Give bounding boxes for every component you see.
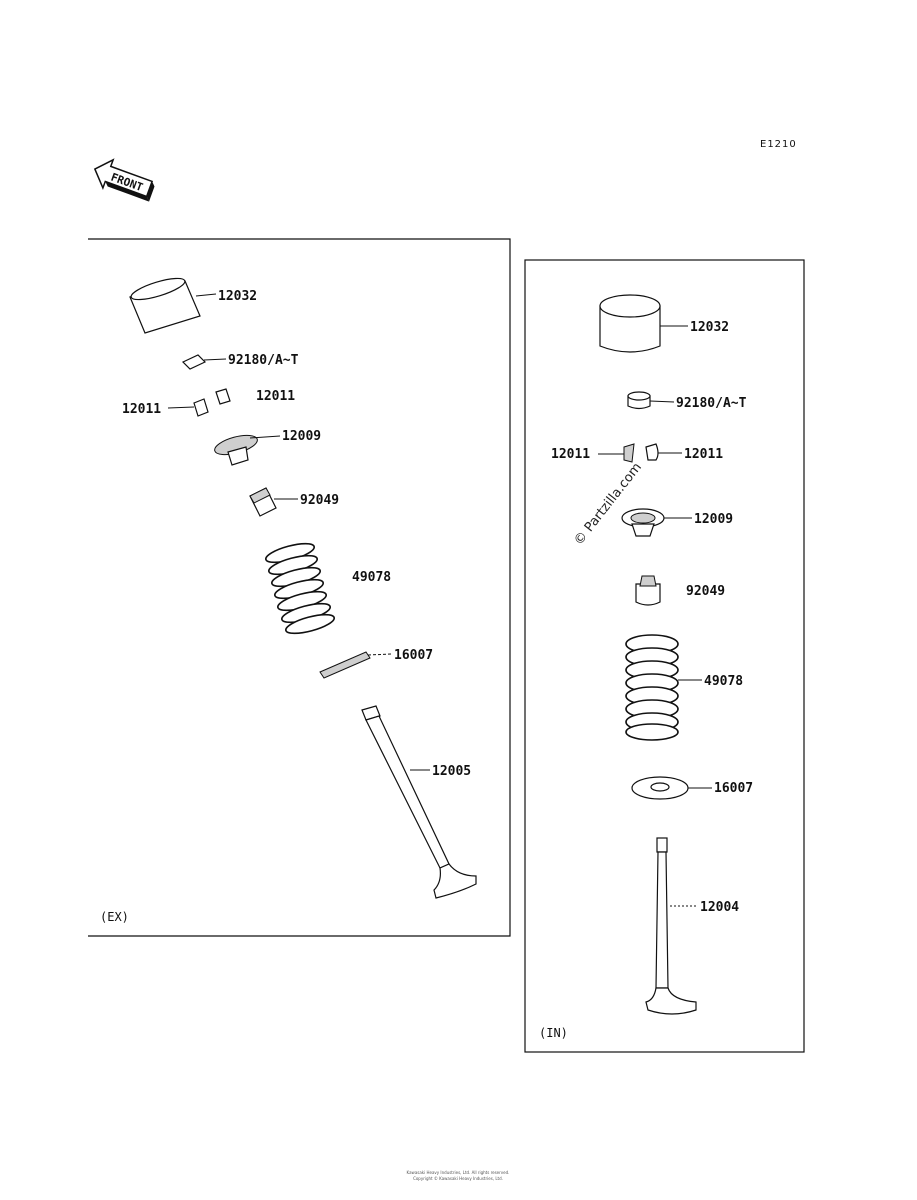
footer-line-2: Copyright © Kawasaki Heavy Industries, L… [413, 1176, 503, 1181]
ex-tappet-label: 12032 [218, 289, 257, 304]
in-spring-part [625, 634, 679, 741]
intake-section: 12032 92180/A~T 12011 12011 12009 © Part… [524, 259, 805, 1053]
ex-seal-label: 92049 [300, 493, 339, 508]
in-cotter-part [598, 443, 682, 463]
ex-seat-label: 16007 [394, 648, 433, 663]
ex-cotter-left-label: 12011 [122, 402, 161, 417]
in-retainer-label: 12009 [694, 512, 733, 527]
ex-valve-label: 12005 [432, 764, 471, 779]
ex-shim-label: 92180/A~T [228, 353, 299, 368]
footer-line-1: Kawasaki Heavy Industries, Ltd. All righ… [407, 1170, 510, 1175]
in-seat-label: 16007 [714, 781, 753, 796]
ex-valve-part [361, 705, 477, 899]
ex-seal-part [249, 487, 298, 517]
in-section-label: (IN) [539, 1026, 568, 1040]
in-cotter-right-label: 12011 [684, 447, 723, 462]
ex-retainer-part [214, 434, 281, 466]
ex-seat-part [319, 651, 393, 679]
ex-tappet-part [129, 277, 217, 334]
ex-section-label: (EX) [100, 910, 129, 924]
exhaust-frame [88, 238, 511, 937]
ex-spring-label: 49078 [352, 570, 391, 585]
intake-frame [524, 259, 805, 1053]
ex-shim-part [181, 354, 227, 370]
in-seal-part [635, 575, 661, 606]
in-shim-part [627, 391, 675, 410]
exhaust-section: 12032 92180/A~T 12011 12011 12009 92049 [88, 238, 511, 937]
in-shim-label: 92180/A~T [676, 396, 747, 411]
in-valve-label: 12004 [700, 900, 739, 915]
diagram-code: E1210 [760, 139, 797, 150]
in-seat-part [631, 776, 712, 800]
in-retainer-part [621, 508, 692, 537]
in-tappet-label: 12032 [690, 320, 729, 335]
in-valve-part [645, 837, 698, 1015]
watermark-text: © Partzilla.com [571, 460, 645, 548]
ex-retainer-label: 12009 [282, 429, 321, 444]
ex-spring-part [264, 542, 336, 635]
in-spring-label: 49078 [704, 674, 743, 689]
ex-cotter-part [167, 388, 231, 417]
in-seal-label: 92049 [686, 584, 725, 599]
in-tappet-part [599, 294, 688, 353]
front-arrow-icon: FRONT [93, 158, 155, 202]
in-cotter-left-label: 12011 [551, 447, 590, 462]
ex-cotter-right-label: 12011 [256, 389, 295, 404]
